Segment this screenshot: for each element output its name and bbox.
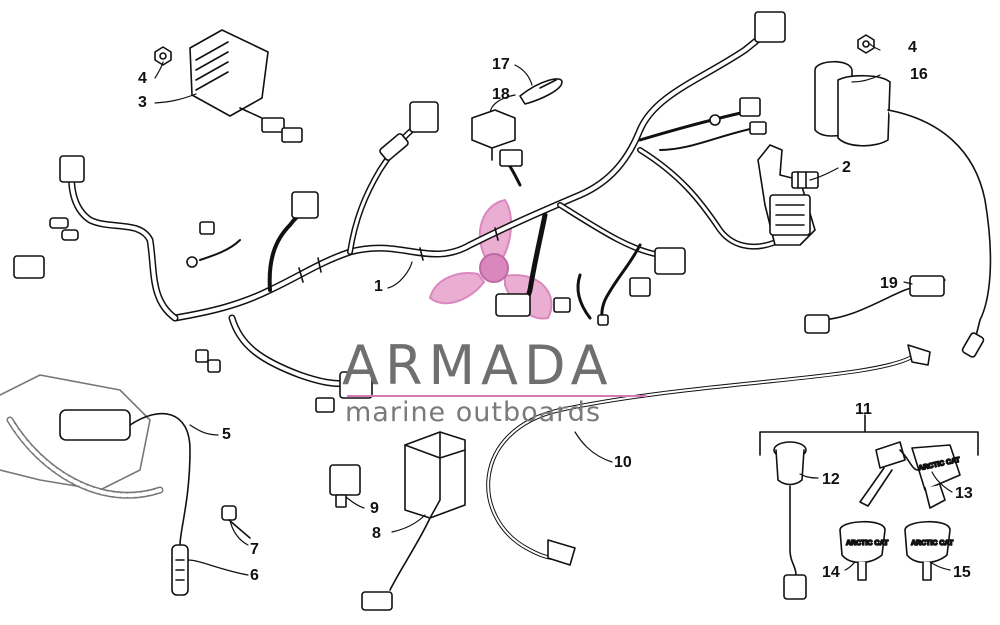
callout-14: 14: [822, 564, 840, 581]
flasher-relay: [471, 109, 516, 161]
key-14: ARCTIC CAT: [839, 520, 890, 581]
fuse-block: [757, 144, 819, 246]
harness-connectors: [13, 11, 786, 413]
nut-left: [154, 46, 172, 66]
relay: [329, 464, 361, 508]
key-15: ARCTIC CAT: [904, 520, 955, 581]
callout-3: 3: [138, 94, 147, 111]
key-stamp-14: ARCTIC CAT: [846, 540, 889, 547]
brand-tagline: marine outboards: [345, 397, 602, 428]
cdi-module: [361, 431, 466, 611]
starter-bolt: [221, 505, 251, 539]
callout-18: 18: [492, 86, 510, 103]
callout-6: 6: [250, 567, 259, 584]
leader-lines: [154, 43, 953, 576]
brand-rule: [347, 395, 647, 397]
nut-right: [857, 34, 875, 54]
callout-9: 9: [370, 500, 379, 517]
callout-17: 17: [492, 56, 510, 73]
horn-switch: [814, 60, 992, 358]
callout-13: 13: [955, 485, 973, 502]
brand-name: ARMADA: [342, 334, 614, 397]
callout-7: 7: [250, 541, 259, 558]
ground-cable: [486, 344, 931, 566]
callout-19: 19: [880, 275, 898, 292]
callout-16: 16: [910, 66, 928, 83]
callout-11: 11: [855, 401, 872, 418]
callout-8: 8: [372, 525, 381, 542]
starter-motor-area: [0, 374, 251, 596]
cable-tie: [519, 78, 563, 105]
callout-4-left: 4: [138, 70, 147, 87]
armada-propeller-logo: [429, 199, 553, 320]
kit-bracket: [759, 414, 979, 456]
callout-2: 2: [842, 159, 851, 176]
callout-10: 10: [614, 454, 632, 471]
callout-1: 1: [374, 278, 383, 295]
main-wiring-harness: [68, 18, 783, 388]
key-stamp-15: ARCTIC CAT: [911, 540, 954, 547]
ignition-switch: [773, 441, 807, 600]
callout-15: 15: [953, 564, 971, 581]
callout-12: 12: [822, 471, 840, 488]
callout-5: 5: [222, 426, 231, 443]
callout-4-right: 4: [908, 39, 917, 56]
ignition-key: ARCTIC CAT: [859, 441, 962, 509]
voltage-regulator: [189, 29, 303, 143]
light-lead: [804, 275, 946, 334]
